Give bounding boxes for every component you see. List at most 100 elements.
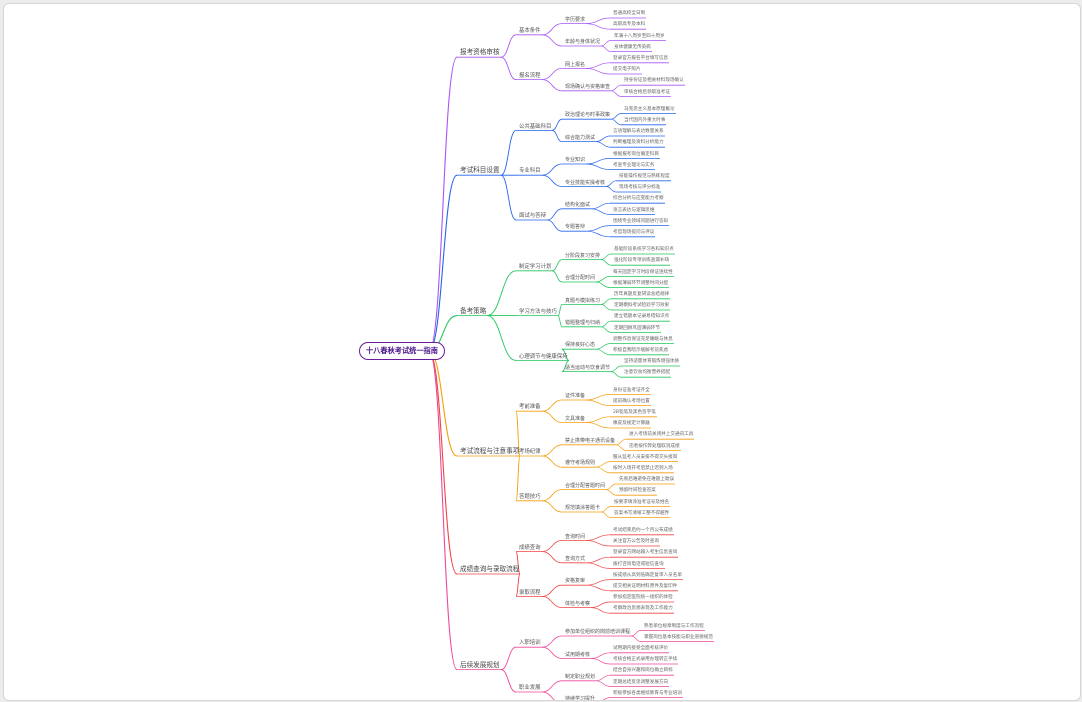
topic-node[interactable]: 保持良好心态 — [565, 342, 596, 349]
leaf-node[interactable]: 身体健康无传染病 — [614, 44, 651, 50]
leaf-node[interactable]: 关注官方公告及时查询 — [613, 539, 659, 545]
topic-node[interactable]: 专业技能实操考核 — [565, 179, 606, 186]
leaf-node[interactable]: 考察政治思想表现及工作能力 — [613, 606, 673, 612]
leaf-node[interactable]: 年满十八周岁至四十周岁 — [614, 33, 665, 39]
branch-node[interactable]: 备考策略 — [460, 306, 487, 315]
topic-node[interactable]: 体检与考察 — [565, 600, 591, 607]
subtopic-node[interactable]: 制定学习计划 — [519, 264, 552, 270]
subtopic-node[interactable]: 考前准备 — [519, 404, 541, 411]
leaf-node[interactable]: 拨打咨询电话或短信查询 — [613, 561, 664, 567]
subtopic-node[interactable]: 考场纪律 — [519, 449, 541, 456]
topic-node[interactable]: 适当运动与饮食调节 — [565, 364, 611, 371]
topic-node[interactable]: 合理分配时间 — [565, 275, 596, 282]
topic-node[interactable]: 遵守考场规则 — [565, 460, 596, 467]
branch-node[interactable]: 考试流程与注意事项 — [460, 447, 520, 456]
leaf-node[interactable]: 身份证准考证齐全 — [613, 387, 650, 393]
topic-node[interactable]: 真题与模拟练习 — [565, 297, 601, 304]
subtopic-node[interactable]: 答题技巧 — [519, 494, 541, 500]
topic-node[interactable]: 试用期考核 — [565, 651, 591, 658]
leaf-node[interactable]: 考试结束后约一个月公布成绩 — [613, 528, 673, 533]
leaf-node[interactable]: 提交相关证明材料原件及复印件 — [613, 584, 678, 589]
subtopic-node[interactable]: 基本条件 — [519, 28, 541, 34]
topic-node[interactable]: 资格复审 — [565, 578, 586, 585]
leaf-node[interactable]: 积极自我暗示缓解考前焦虑 — [613, 348, 669, 353]
leaf-node[interactable]: 登录官方网站输入考生信息查询 — [613, 550, 678, 556]
leaf-node[interactable]: 围绕专业领域问题进行答辩 — [613, 218, 669, 224]
topic-node[interactable]: 查询时间 — [565, 533, 586, 540]
leaf-node[interactable]: 持身份证及相关材料现场确认 — [624, 78, 684, 84]
subtopic-node[interactable]: 报名流程 — [519, 72, 541, 79]
subtopic-node[interactable]: 心理调节与健康保持 — [519, 353, 568, 360]
topic-node[interactable]: 现场确认与资格审查 — [565, 84, 611, 90]
subtopic-node[interactable]: 职业发展 — [519, 685, 541, 692]
topic-node[interactable]: 年龄与身体状况 — [565, 39, 601, 46]
leaf-node[interactable]: 历年真题反复研读总结规律 — [614, 292, 670, 297]
subtopic-node[interactable]: 公共基础科目 — [519, 123, 552, 130]
leaf-node[interactable]: 登录官方报名平台填写信息 — [613, 56, 669, 61]
leaf-node[interactable]: 预留时间检查答案 — [619, 488, 656, 494]
topic-node[interactable]: 学历要求 — [565, 16, 586, 23]
topic-node[interactable]: 持续学习提升 — [565, 696, 596, 701]
leaf-node[interactable]: 考官现场提问与评议 — [613, 230, 655, 235]
leaf-node[interactable]: 综合分析与应变能力考察 — [613, 196, 664, 202]
leaf-node[interactable]: 坚持适量体育锻炼增强体质 — [624, 359, 680, 365]
leaf-node[interactable]: 结合自身兴趣和岗位确立目标 — [613, 668, 673, 674]
leaf-node[interactable]: 定期模拟考试检验学习效果 — [614, 303, 670, 309]
branch-node[interactable]: 成绩查询与录取流程 — [460, 565, 520, 574]
mindmap-canvas[interactable]: 报考资格审核基本条件学历要求普通高校全日制高职高专及本科年龄与身体状况年满十八周… — [3, 3, 1081, 701]
leaf-node[interactable]: 语言表达与逻辑思维 — [613, 207, 655, 213]
topic-node[interactable]: 网上报名 — [565, 61, 586, 68]
leaf-node[interactable]: 定期总结反思调整发展方向 — [613, 679, 669, 685]
leaf-node[interactable]: 马克思主义基本原理概论 — [624, 106, 675, 112]
topic-node[interactable]: 文具准备 — [565, 415, 586, 422]
leaf-node[interactable]: 橡皮及规定计算器 — [613, 421, 650, 427]
leaf-node[interactable]: 定期回顾巩固薄弱环节 — [614, 325, 660, 331]
topic-node[interactable]: 政治理论与时事政策 — [565, 112, 611, 119]
topic-node[interactable]: 查询方式 — [565, 556, 586, 562]
leaf-node[interactable]: 判断推理及资料分析能力 — [613, 140, 664, 146]
root-node[interactable]: 十八春秋考试统一指南 — [359, 342, 445, 360]
topic-node[interactable]: 专业知识 — [565, 157, 586, 164]
topic-node[interactable]: 禁止携带电子通讯设备 — [565, 438, 616, 444]
topic-node[interactable]: 合理分配答题时间 — [565, 482, 606, 489]
leaf-node[interactable]: 参加指定医院统一组织的体检 — [613, 595, 673, 601]
leaf-node[interactable]: 当代国内外重大时事 — [624, 118, 666, 123]
leaf-node[interactable]: 言语理解与表达数量关系 — [613, 129, 664, 135]
topic-node[interactable]: 综合能力测试 — [565, 134, 596, 141]
leaf-node[interactable]: 考核合格正式录用办理转正手续 — [613, 657, 678, 663]
leaf-node[interactable]: 普通高校全日制 — [613, 11, 646, 17]
leaf-node[interactable]: 强化阶段专项训练查漏补缺 — [614, 258, 670, 264]
leaf-node[interactable]: 按要求填涂准考证号及姓名 — [614, 499, 670, 505]
subtopic-node[interactable]: 录取流程 — [519, 589, 541, 596]
subtopic-node[interactable]: 专业科目 — [519, 168, 541, 175]
leaf-node[interactable]: 基础阶段系统学习各科知识点 — [614, 247, 674, 253]
leaf-node[interactable]: 现场考核与评分标准 — [619, 185, 661, 191]
topic-node[interactable]: 制定职业规划 — [565, 674, 596, 680]
leaf-node[interactable]: 每天固定学习时段保证连续性 — [613, 269, 673, 275]
leaf-node[interactable]: 调整作息保证充足睡眠与休息 — [613, 336, 673, 342]
subtopic-node[interactable]: 学习方法与技巧 — [519, 308, 557, 315]
topic-node[interactable]: 规范填涂答题卡 — [565, 505, 601, 512]
branch-node[interactable]: 考试科目设置 — [460, 166, 500, 175]
leaf-node[interactable]: 审核合格后领取准考证 — [624, 89, 670, 95]
leaf-node[interactable]: 按成绩从高到低确定复审人员名单 — [613, 572, 682, 578]
topic-node[interactable]: 专题答辩 — [565, 224, 586, 231]
leaf-node[interactable]: 试用期内接受全面考核评价 — [613, 646, 669, 651]
topic-node[interactable]: 错题整理与归纳 — [565, 320, 601, 326]
branch-node[interactable]: 后续发展规划 — [460, 660, 500, 669]
leaf-node[interactable]: 提交电子照片 — [613, 67, 641, 73]
leaf-node[interactable]: 建立错题本记录易错知识点 — [614, 314, 670, 320]
leaf-node[interactable]: 根据薄弱环节调整时间分配 — [613, 280, 669, 286]
leaf-node[interactable]: 熟悉单位规章制度与工作流程 — [644, 623, 704, 629]
leaf-node[interactable]: 违者按作弊处理取消成绩 — [629, 443, 680, 449]
leaf-node[interactable]: 技能操作规范与熟练程度 — [619, 174, 670, 179]
leaf-node[interactable]: 按时入场开考后禁止迟到入场 — [613, 466, 673, 471]
leaf-node[interactable]: 积极参加各类继续教育与专业培训 — [613, 690, 682, 696]
leaf-node[interactable]: 提前确认考场位置 — [613, 398, 650, 404]
leaf-node[interactable]: 掌握岗位基本技能与职业道德规范 — [644, 634, 713, 640]
topic-node[interactable]: 分阶段复习安排 — [565, 252, 601, 259]
leaf-node[interactable]: 服从监考人员安排不得交头接耳 — [613, 454, 678, 460]
subtopic-node[interactable]: 成绩查询 — [519, 544, 541, 551]
leaf-node[interactable]: 考查专业理论与实务 — [613, 162, 655, 168]
leaf-node[interactable]: 高职高专及本科 — [613, 22, 646, 28]
